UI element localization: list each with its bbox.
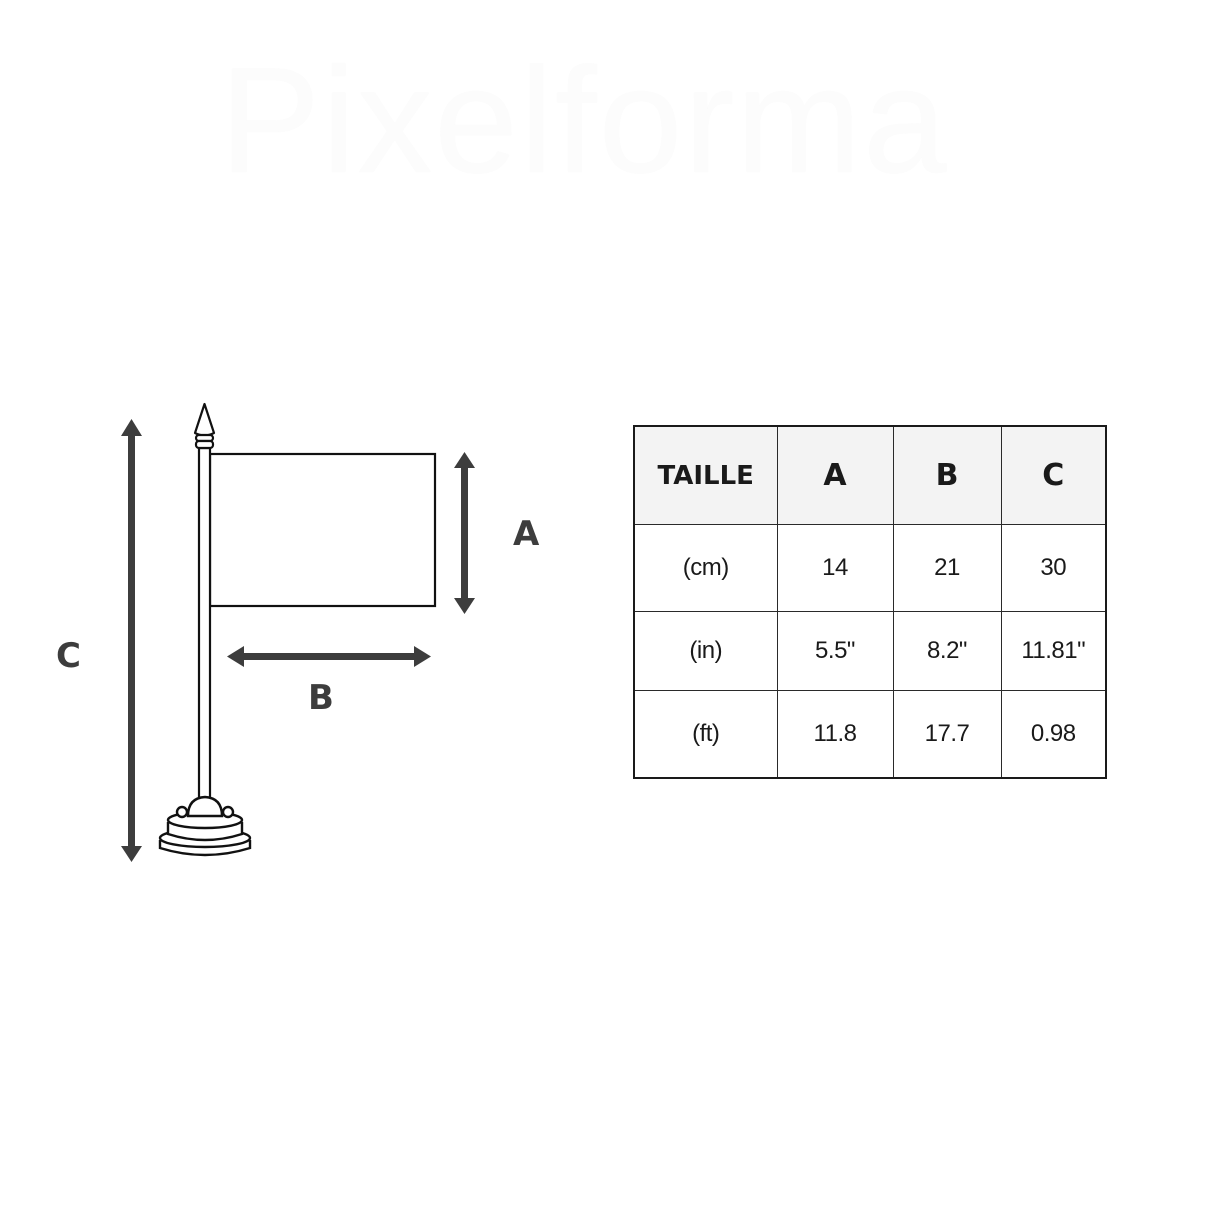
table-row: (in) 5.5" 8.2" 11.81" (633, 611, 1107, 691)
value-b-cell: 21 (892, 524, 1002, 612)
header-b: B (892, 425, 1002, 525)
double-arrow-vertical-a-icon (454, 452, 475, 614)
pole-finial (193, 402, 216, 450)
dimension-label-c: C (56, 636, 81, 676)
table-header-row: TAILLE A B C (633, 425, 1107, 525)
value-a-cell: 14 (776, 524, 894, 612)
dimension-label-b: B (308, 678, 334, 718)
header-taille: TAILLE (633, 425, 778, 525)
unit-cell: (cm) (633, 524, 778, 612)
value-c-cell: 11.81" (1000, 611, 1107, 691)
flag-base (158, 795, 252, 857)
flag-pole (197, 446, 212, 802)
size-table: TAILLE A B C (cm) 14 21 30 (in) 5.5" 8.2… (633, 425, 1107, 779)
header-c: C (1000, 425, 1107, 525)
double-arrow-vertical-c-icon (121, 419, 142, 862)
value-a-cell: 11.8 (776, 690, 894, 779)
flag-icon (121, 402, 475, 862)
unit-cell: (in) (633, 611, 778, 691)
value-b-cell: 8.2" (892, 611, 1002, 691)
table-row: (ft) 11.8 17.7 0.98 (633, 690, 1107, 779)
header-a: A (776, 425, 894, 525)
flag-dimension-diagram: C A B (0, 0, 600, 1214)
double-arrow-horizontal-b-icon (227, 646, 431, 667)
unit-cell: (ft) (633, 690, 778, 779)
flag-body (208, 452, 437, 608)
watermark: Pixelforma (220, 36, 949, 204)
value-b-cell: 17.7 (892, 690, 1002, 779)
value-c-cell: 30 (1000, 524, 1107, 612)
dimension-label-a: A (513, 514, 540, 554)
value-a-cell: 5.5" (776, 611, 894, 691)
table-row: (cm) 14 21 30 (633, 524, 1107, 612)
value-c-cell: 0.98 (1000, 690, 1107, 779)
